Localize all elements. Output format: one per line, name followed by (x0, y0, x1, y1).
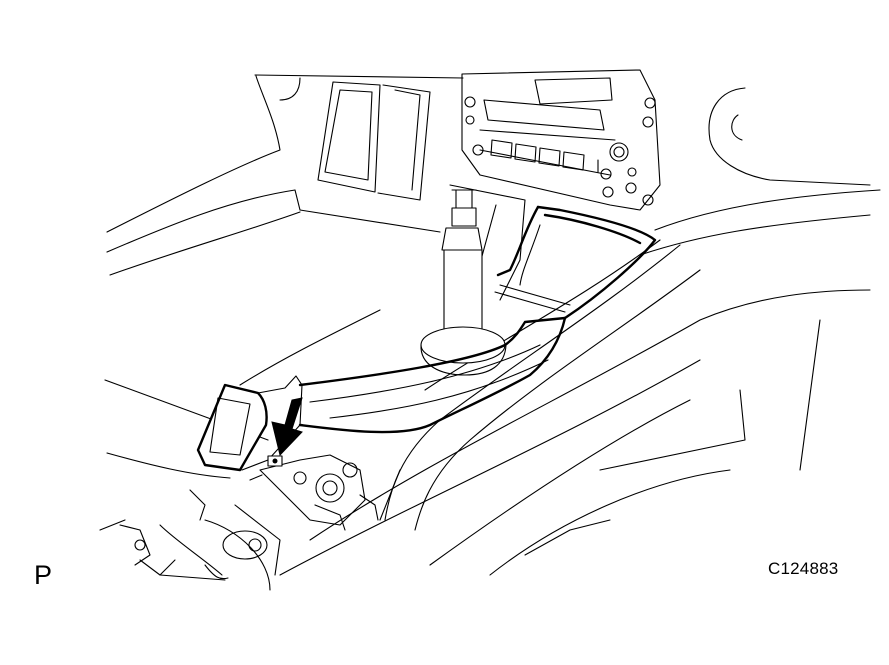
shift-lever (420, 189, 507, 376)
left-vent-panel (317, 81, 431, 201)
right-seat-outline (599, 87, 881, 471)
console-trim-strip (298, 316, 567, 434)
dashboard-outline (104, 74, 464, 479)
center-stack (461, 69, 661, 211)
console-body (239, 184, 871, 576)
removal-handle (196, 375, 303, 472)
figure-code: C124883 (768, 559, 839, 578)
shift-boot-opening (494, 205, 657, 320)
down-left-arrow-icon (271, 397, 303, 457)
clip-point (267, 455, 283, 467)
lower-mechanism (99, 454, 379, 591)
view-label: P (34, 560, 53, 590)
